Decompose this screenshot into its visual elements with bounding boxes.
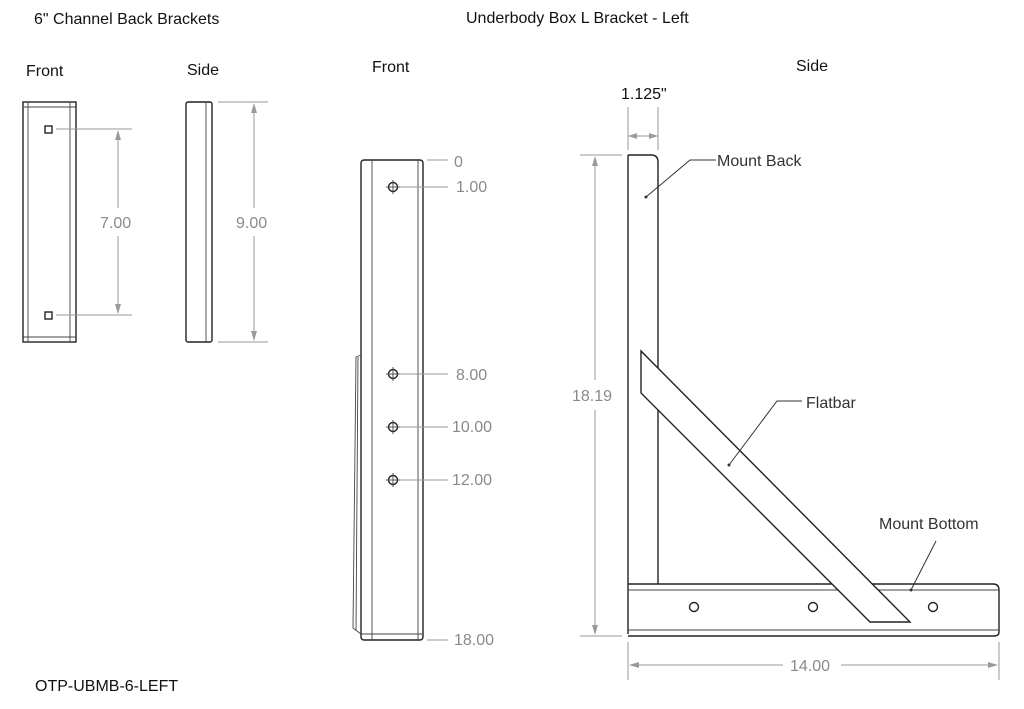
dim-ordinate-end: 18.00 — [454, 632, 494, 649]
channel-front-label: Front — [26, 63, 64, 80]
channel-side-label: Side — [187, 62, 220, 79]
dim-ordinate-hole-2: 8.00 — [456, 367, 487, 384]
l-front-outline — [360, 159, 424, 641]
dim-ordinate-0: 0 — [454, 154, 463, 171]
part-number: OTP-UBMB-6-LEFT — [35, 678, 179, 695]
dim-height: 18.19 — [572, 388, 612, 405]
l-side-view: 1.125" 18.19 14.00 Mount Back — [572, 86, 1000, 680]
channel-brackets-title: 6" Channel Back Brackets — [34, 11, 220, 28]
channel-front-outline — [22, 101, 77, 343]
l-front-hole-2 — [386, 367, 400, 381]
leader-mount-bottom — [910, 540, 937, 591]
leader-flatbar — [728, 400, 802, 466]
dim-ordinate-hole-1: 1.00 — [456, 179, 487, 196]
l-front-label: Front — [372, 59, 410, 76]
l-side-label: Side — [796, 58, 829, 75]
dim-width: 14.00 — [790, 658, 830, 675]
l-front-hole-1 — [386, 180, 400, 194]
dim-ordinate-hole-3: 10.00 — [452, 419, 492, 436]
dim-channel-length: 9.00 — [236, 215, 267, 232]
leader-mount-back — [645, 159, 716, 198]
callout-mount-back: Mount Back — [717, 153, 802, 170]
channel-side-view: 9.00 — [185, 101, 268, 343]
underbody-title: Underbody Box L Bracket - Left — [466, 10, 689, 27]
dim-thickness: 1.125" — [621, 86, 667, 103]
mount-bottom-hole-3 — [927, 601, 939, 613]
channel-side-outline — [185, 101, 213, 343]
l-front-hole-4 — [386, 473, 400, 487]
mount-bottom-hole-1 — [688, 601, 700, 613]
channel-hole-bottom — [44, 311, 53, 320]
channel-hole-top — [44, 125, 53, 134]
dim-ordinate-hole-4: 12.00 — [452, 472, 492, 489]
mount-bottom-hole-2 — [807, 601, 819, 613]
l-front-view: 0 1.00 8.00 10.00 12.00 18.00 — [352, 154, 494, 649]
callout-flatbar: Flatbar — [806, 395, 856, 412]
l-front-hole-3 — [386, 420, 400, 434]
mount-bottom-part — [628, 583, 1000, 637]
flatbar-part — [640, 349, 912, 623]
dim-channel-hole-spacing: 7.00 — [100, 215, 131, 232]
channel-front-view: 7.00 — [22, 101, 132, 343]
mount-back-part — [628, 154, 659, 584]
callout-mount-bottom: Mount Bottom — [879, 516, 979, 533]
